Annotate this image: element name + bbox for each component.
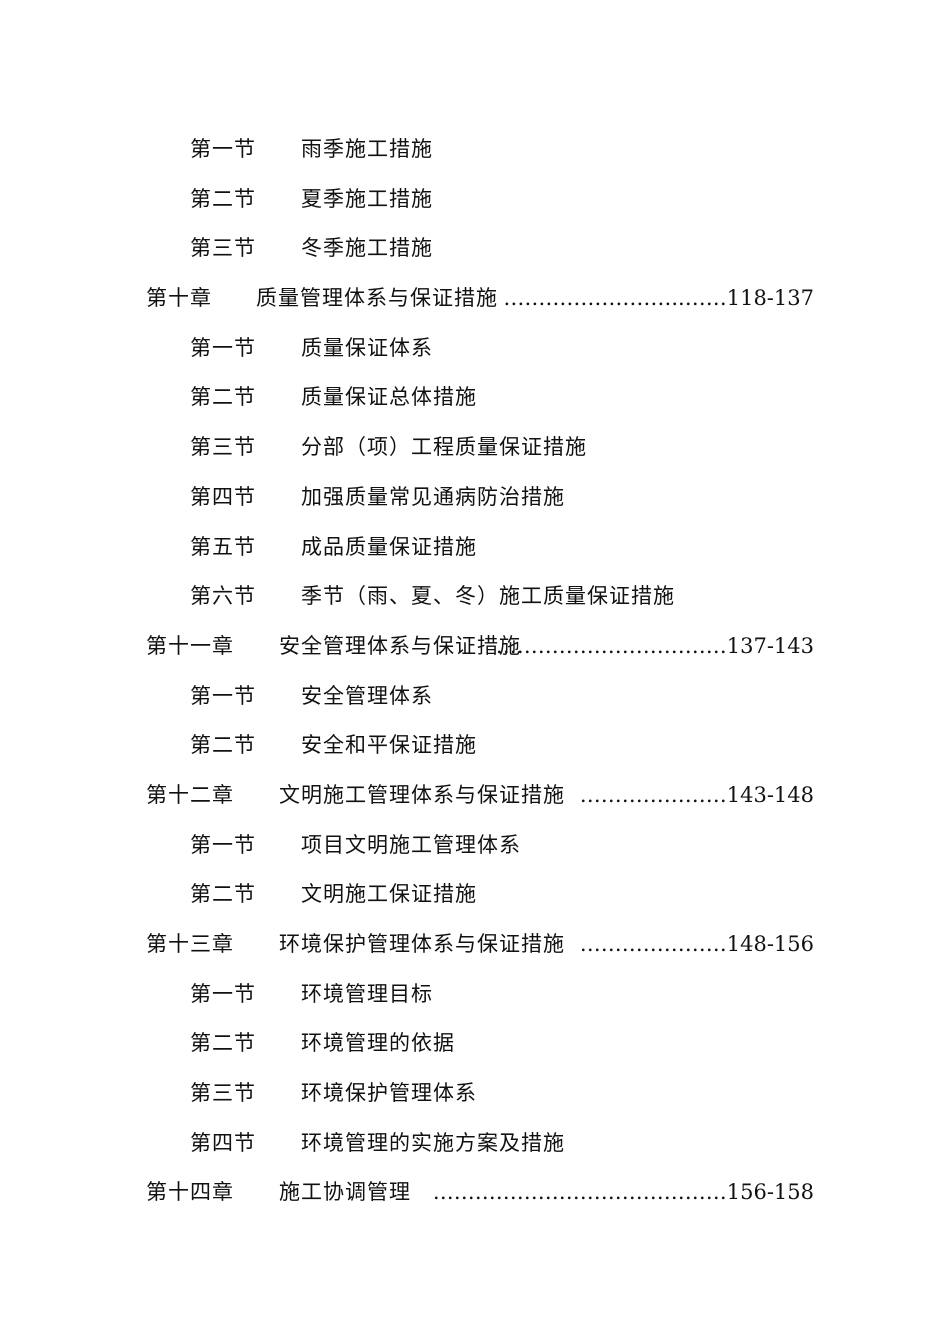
- section-number: 第三节: [190, 1081, 256, 1106]
- toc-section-row: 第一节 雨季施工措施: [0, 125, 950, 175]
- toc-section-row: 第一节 安全管理体系: [0, 672, 950, 722]
- section-title: 成品质量保证措施: [301, 534, 477, 559]
- section-title: 环境管理目标: [301, 981, 433, 1006]
- section-number: 第二节: [190, 1031, 256, 1056]
- section-title: 季节（雨、夏、冬）施工质量保证措施: [301, 584, 675, 609]
- section-number: 第一节: [190, 832, 256, 857]
- toc-section-row: 第二节 夏季施工措施: [0, 175, 950, 225]
- section-number: 第一节: [190, 683, 256, 708]
- section-number: 第二节: [190, 882, 256, 907]
- section-number: 第三节: [190, 435, 256, 460]
- section-number: 第四节: [190, 1130, 256, 1155]
- section-title: 分部（项）工程质量保证措施: [301, 435, 587, 460]
- section-title: 夏季施工措施: [301, 186, 433, 211]
- section-title: 加强质量常见通病防治措施: [301, 484, 565, 509]
- toc-section-row: 第三节 环境保护管理体系: [0, 1069, 950, 1119]
- toc-section-row: 第一节 环境管理目标: [0, 970, 950, 1020]
- section-number: 第二节: [190, 186, 256, 211]
- toc-section-row: 第二节 安全和平保证措施: [0, 721, 950, 771]
- toc-chapter-row: 第十二章 文明施工管理体系与保证措施 …………………143-148: [0, 771, 950, 821]
- toc-chapter-row: 第十章 质量管理体系与保证措施 ……………………..……118-137: [0, 274, 950, 324]
- chapter-title: 文明施工管理体系与保证措施: [279, 782, 565, 807]
- section-number: 第一节: [190, 335, 256, 360]
- toc-section-row: 第二节 质量保证总体措施: [0, 373, 950, 423]
- toc-section-row: 第一节 质量保证体系: [0, 324, 950, 374]
- toc-section-row: 第一节 项目文明施工管理体系: [0, 821, 950, 871]
- section-number: 第四节: [190, 484, 256, 509]
- chapter-title: 安全管理体系与保证措施: [279, 633, 521, 658]
- chapter-number: 第十三章: [146, 932, 234, 956]
- toc-section-row: 第四节 加强质量常见通病防治措施: [0, 473, 950, 523]
- toc-chapter-row: 第十一章 安全管理体系与保证措施 ……………………………137-143: [0, 622, 950, 672]
- section-number: 第二节: [190, 733, 256, 758]
- chapter-number: 第十一章: [146, 633, 234, 658]
- toc-section-row: 第四节 环境管理的实施方案及措施: [0, 1119, 950, 1169]
- section-title: 安全管理体系: [301, 683, 433, 708]
- section-title: 环境管理的依据: [301, 1031, 455, 1056]
- page-range-leader: …………………143-148: [579, 782, 814, 807]
- page-range-leader: ……………………..……118-137: [503, 286, 814, 311]
- toc-section-row: 第六节 季节（雨、夏、冬）施工质量保证措施: [0, 572, 950, 622]
- section-title: 质量保证总体措施: [301, 385, 477, 410]
- toc-section-row: 第二节 文明施工保证措施: [0, 870, 950, 920]
- toc-section-row: 第三节 冬季施工措施: [0, 224, 950, 274]
- page-range-leader: ……………………………137-143: [495, 633, 814, 658]
- section-number: 第六节: [190, 584, 256, 609]
- section-title: 雨季施工措施: [301, 137, 433, 161]
- section-number: 第二节: [190, 385, 256, 410]
- section-title: 安全和平保证措施: [301, 733, 477, 758]
- toc-chapter-row: 第十三章 环境保护管理体系与保证措施 …………………148-156: [0, 920, 950, 970]
- section-number: 第一节: [190, 137, 256, 161]
- section-title: 项目文明施工管理体系: [301, 832, 521, 857]
- page-range-leader: …………………148-156: [579, 932, 814, 956]
- toc-section-row: 第三节 分部（项）工程质量保证措施: [0, 423, 950, 473]
- toc-section-row: 第五节 成品质量保证措施: [0, 523, 950, 573]
- toc-section-row: 第二节 环境管理的依据: [0, 1019, 950, 1069]
- section-number: 第五节: [190, 534, 256, 559]
- chapter-title: 施工协调管理: [279, 1180, 411, 1205]
- section-title: 文明施工保证措施: [301, 882, 477, 907]
- page-range-leader: ……………………………………156-158: [432, 1180, 814, 1205]
- section-title: 冬季施工措施: [301, 236, 433, 261]
- chapter-number: 第十章: [146, 286, 212, 311]
- chapter-title: 质量管理体系与保证措施: [256, 286, 498, 311]
- section-title: 环境保护管理体系: [301, 1081, 477, 1106]
- section-title: 质量保证体系: [301, 335, 433, 360]
- section-number: 第一节: [190, 981, 256, 1006]
- section-title: 环境管理的实施方案及措施: [301, 1130, 565, 1155]
- chapter-title: 环境保护管理体系与保证措施: [279, 932, 565, 956]
- table-of-contents: 第一节 雨季施工措施 第二节 夏季施工措施 第三节 冬季施工措施 第十章 质量管…: [0, 125, 950, 1218]
- chapter-number: 第十四章: [146, 1180, 234, 1205]
- section-number: 第三节: [190, 236, 256, 261]
- chapter-number: 第十二章: [146, 782, 234, 807]
- toc-chapter-row: 第十四章 施工协调管理 ……………………………………156-158: [0, 1168, 950, 1218]
